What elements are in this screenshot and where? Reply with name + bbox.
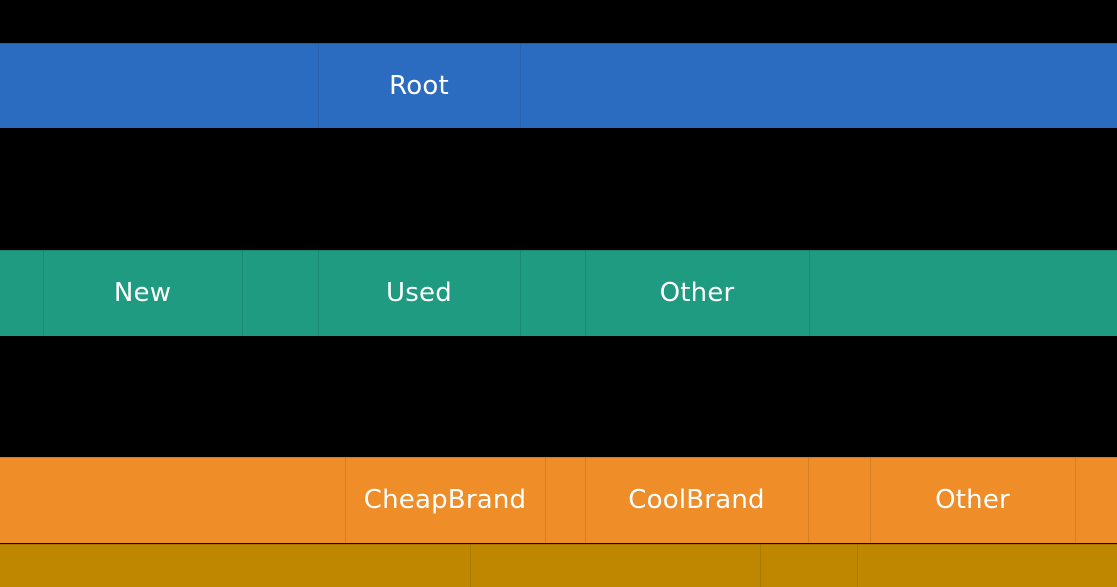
condition-level-tile-1-2[interactable] <box>242 250 318 336</box>
tile-label: Root <box>389 70 449 101</box>
brand-level-tile-cheapbrand[interactable]: CheapBrand <box>345 457 545 543</box>
brand-level-tile-2-0[interactable] <box>0 457 345 543</box>
brand-level-tile-2-6[interactable] <box>1075 457 1117 543</box>
brand-level-tile-2-4[interactable] <box>808 457 870 543</box>
condition-level-tile-1-0[interactable] <box>0 250 43 336</box>
tile-label: CoolBrand <box>628 485 765 515</box>
root-level-tile-0-0[interactable] <box>0 43 318 128</box>
condition-level-tile-1-4[interactable] <box>520 250 585 336</box>
tile-label: New <box>113 278 172 308</box>
detail-level-tile-3-0[interactable] <box>0 544 470 587</box>
root-level-tile-root[interactable]: Root <box>318 43 520 128</box>
tile-label: Other <box>659 278 735 308</box>
detail-level-tile-3-1[interactable] <box>470 544 760 587</box>
brand-level-tile-coolbrand[interactable]: CoolBrand <box>585 457 808 543</box>
condition-level-tile-new[interactable]: New <box>43 250 242 336</box>
condition-level-tile-other[interactable]: Other <box>585 250 809 336</box>
condition-level-tile-used[interactable]: Used <box>318 250 520 336</box>
tile-label: CheapBrand <box>363 485 527 515</box>
root-level-tile-0-2[interactable] <box>520 43 1117 128</box>
tile-label: Used <box>386 278 452 308</box>
detail-level-tile-3-2[interactable] <box>760 544 857 587</box>
condition-level-tile-1-6[interactable] <box>809 250 1117 336</box>
brand-level-tile-other[interactable]: Other <box>870 457 1075 543</box>
detail-level-tile-3-3[interactable] <box>857 544 1117 587</box>
tile-label: Other <box>935 485 1010 515</box>
brand-level-tile-2-2[interactable] <box>545 457 585 543</box>
